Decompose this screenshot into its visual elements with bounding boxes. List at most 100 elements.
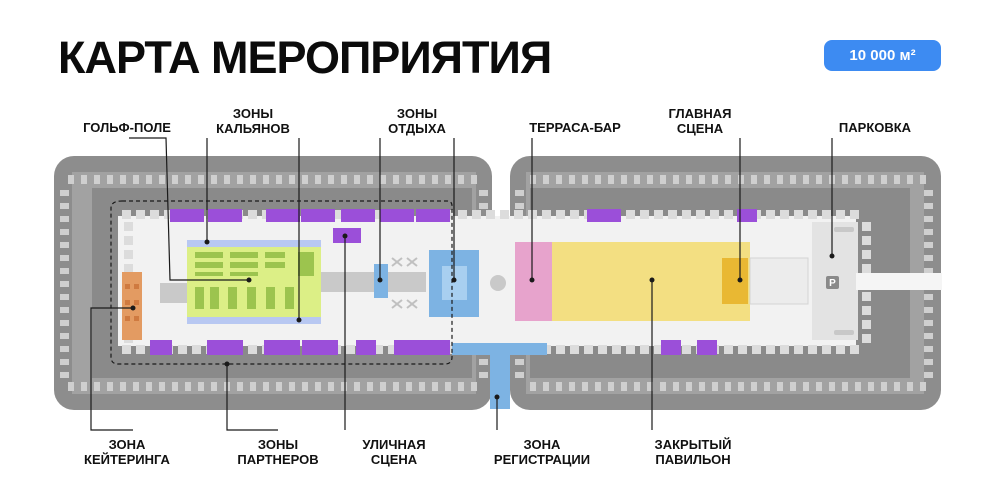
floor-tile xyxy=(794,345,803,354)
floor-tile xyxy=(752,345,761,354)
wall-stud xyxy=(699,175,705,184)
wall-stud xyxy=(315,175,321,184)
wall-stud xyxy=(803,175,809,184)
wall-stud xyxy=(60,333,69,339)
wall-stud xyxy=(107,175,113,184)
floor-tile xyxy=(850,345,859,354)
floor-tile xyxy=(472,210,481,219)
main-stage xyxy=(722,258,748,304)
wall-stud xyxy=(185,175,191,184)
wall-stud xyxy=(868,382,874,391)
wall-stud xyxy=(107,382,113,391)
wall-stud xyxy=(94,382,100,391)
floor-tile xyxy=(332,210,341,219)
floor-tile xyxy=(780,210,789,219)
wall-stud xyxy=(406,175,412,184)
floor-tile xyxy=(862,334,871,343)
label-text: ГОЛЬФ-ПОЛЕ xyxy=(83,120,171,135)
wall-stud xyxy=(595,175,601,184)
pavilion-extension xyxy=(749,257,809,305)
partner-booth xyxy=(380,209,414,222)
wall-stud xyxy=(133,175,139,184)
floor-tile xyxy=(696,210,705,219)
floor-tile xyxy=(862,236,871,245)
wall-stud xyxy=(621,382,627,391)
wall-stud xyxy=(479,203,488,209)
floor-tile xyxy=(640,345,649,354)
wall-stud xyxy=(60,216,69,222)
floor-tile xyxy=(710,210,719,219)
floor-tile xyxy=(248,345,257,354)
area-badge: 10 000 м² xyxy=(824,40,941,71)
wall-stud xyxy=(582,382,588,391)
wall-stud xyxy=(60,268,69,274)
wall-stud xyxy=(647,175,653,184)
label-text: ЗОНЫ xyxy=(232,106,274,121)
wall-stud xyxy=(276,382,282,391)
floor-tile xyxy=(862,292,871,301)
wall-stud xyxy=(764,382,770,391)
wall-stud xyxy=(712,175,718,184)
floor-tile xyxy=(388,345,397,354)
partner-booth xyxy=(266,209,300,222)
wall-stud xyxy=(263,382,269,391)
partner-booth xyxy=(301,209,335,222)
parking-road xyxy=(856,273,942,290)
wall-stud xyxy=(569,175,575,184)
parking-spot xyxy=(834,330,854,335)
wall-stud xyxy=(133,382,139,391)
wall-stud xyxy=(924,320,933,326)
partner-booth xyxy=(356,340,376,355)
wall-stud xyxy=(60,229,69,235)
floor-tile xyxy=(780,345,789,354)
wall-stud xyxy=(432,175,438,184)
wall-stud xyxy=(816,382,822,391)
label-text: ЗОНЫ xyxy=(396,106,438,121)
wall-stud xyxy=(237,382,243,391)
wall-stud xyxy=(515,203,524,209)
partner-booth xyxy=(587,209,621,222)
partner-booth xyxy=(208,209,242,222)
wall-stud xyxy=(556,175,562,184)
wall-stud xyxy=(543,382,549,391)
partner-booths xyxy=(150,209,757,355)
wall-stud xyxy=(777,382,783,391)
main-corridor xyxy=(321,272,426,292)
wall-stud xyxy=(855,175,861,184)
wall-stud xyxy=(530,382,536,391)
wall-stud xyxy=(738,382,744,391)
golf-path xyxy=(160,283,190,303)
wall-stud xyxy=(920,175,926,184)
wall-stud xyxy=(445,382,451,391)
partner-booth xyxy=(264,340,300,355)
partner-booth xyxy=(207,340,243,355)
wall-stud xyxy=(60,242,69,248)
wall-stud xyxy=(790,382,796,391)
wall-stud xyxy=(406,382,412,391)
label-parking: ПАРКОВКА xyxy=(839,120,911,135)
wall-stud xyxy=(479,372,488,378)
parking-sign-bg xyxy=(826,276,839,289)
hookah-zone-bottom xyxy=(187,316,321,324)
wall-stud xyxy=(582,175,588,184)
wall-stud xyxy=(471,175,477,184)
wall-stud xyxy=(842,175,848,184)
floor-tile xyxy=(862,250,871,259)
hookah-zone-top xyxy=(187,240,321,248)
label-text: КАЛЬЯНОВ xyxy=(216,121,290,136)
floor-tile xyxy=(570,345,579,354)
wall-stud xyxy=(634,175,640,184)
wall-stud xyxy=(924,268,933,274)
label-text: ГЛАВНАЯ xyxy=(668,106,732,121)
wall-stud xyxy=(699,382,705,391)
wall-stud xyxy=(146,382,152,391)
wall-stud xyxy=(60,359,69,365)
wall-stud xyxy=(829,382,835,391)
wall-stud xyxy=(393,175,399,184)
label-text: КЕЙТЕРИНГА xyxy=(84,452,170,467)
partner-booth xyxy=(414,340,450,355)
label-text: ПАРТНЕРОВ xyxy=(237,452,319,467)
floor-tile xyxy=(192,345,201,354)
label-text: ЗОНА xyxy=(523,437,561,452)
floor-tile xyxy=(542,210,551,219)
